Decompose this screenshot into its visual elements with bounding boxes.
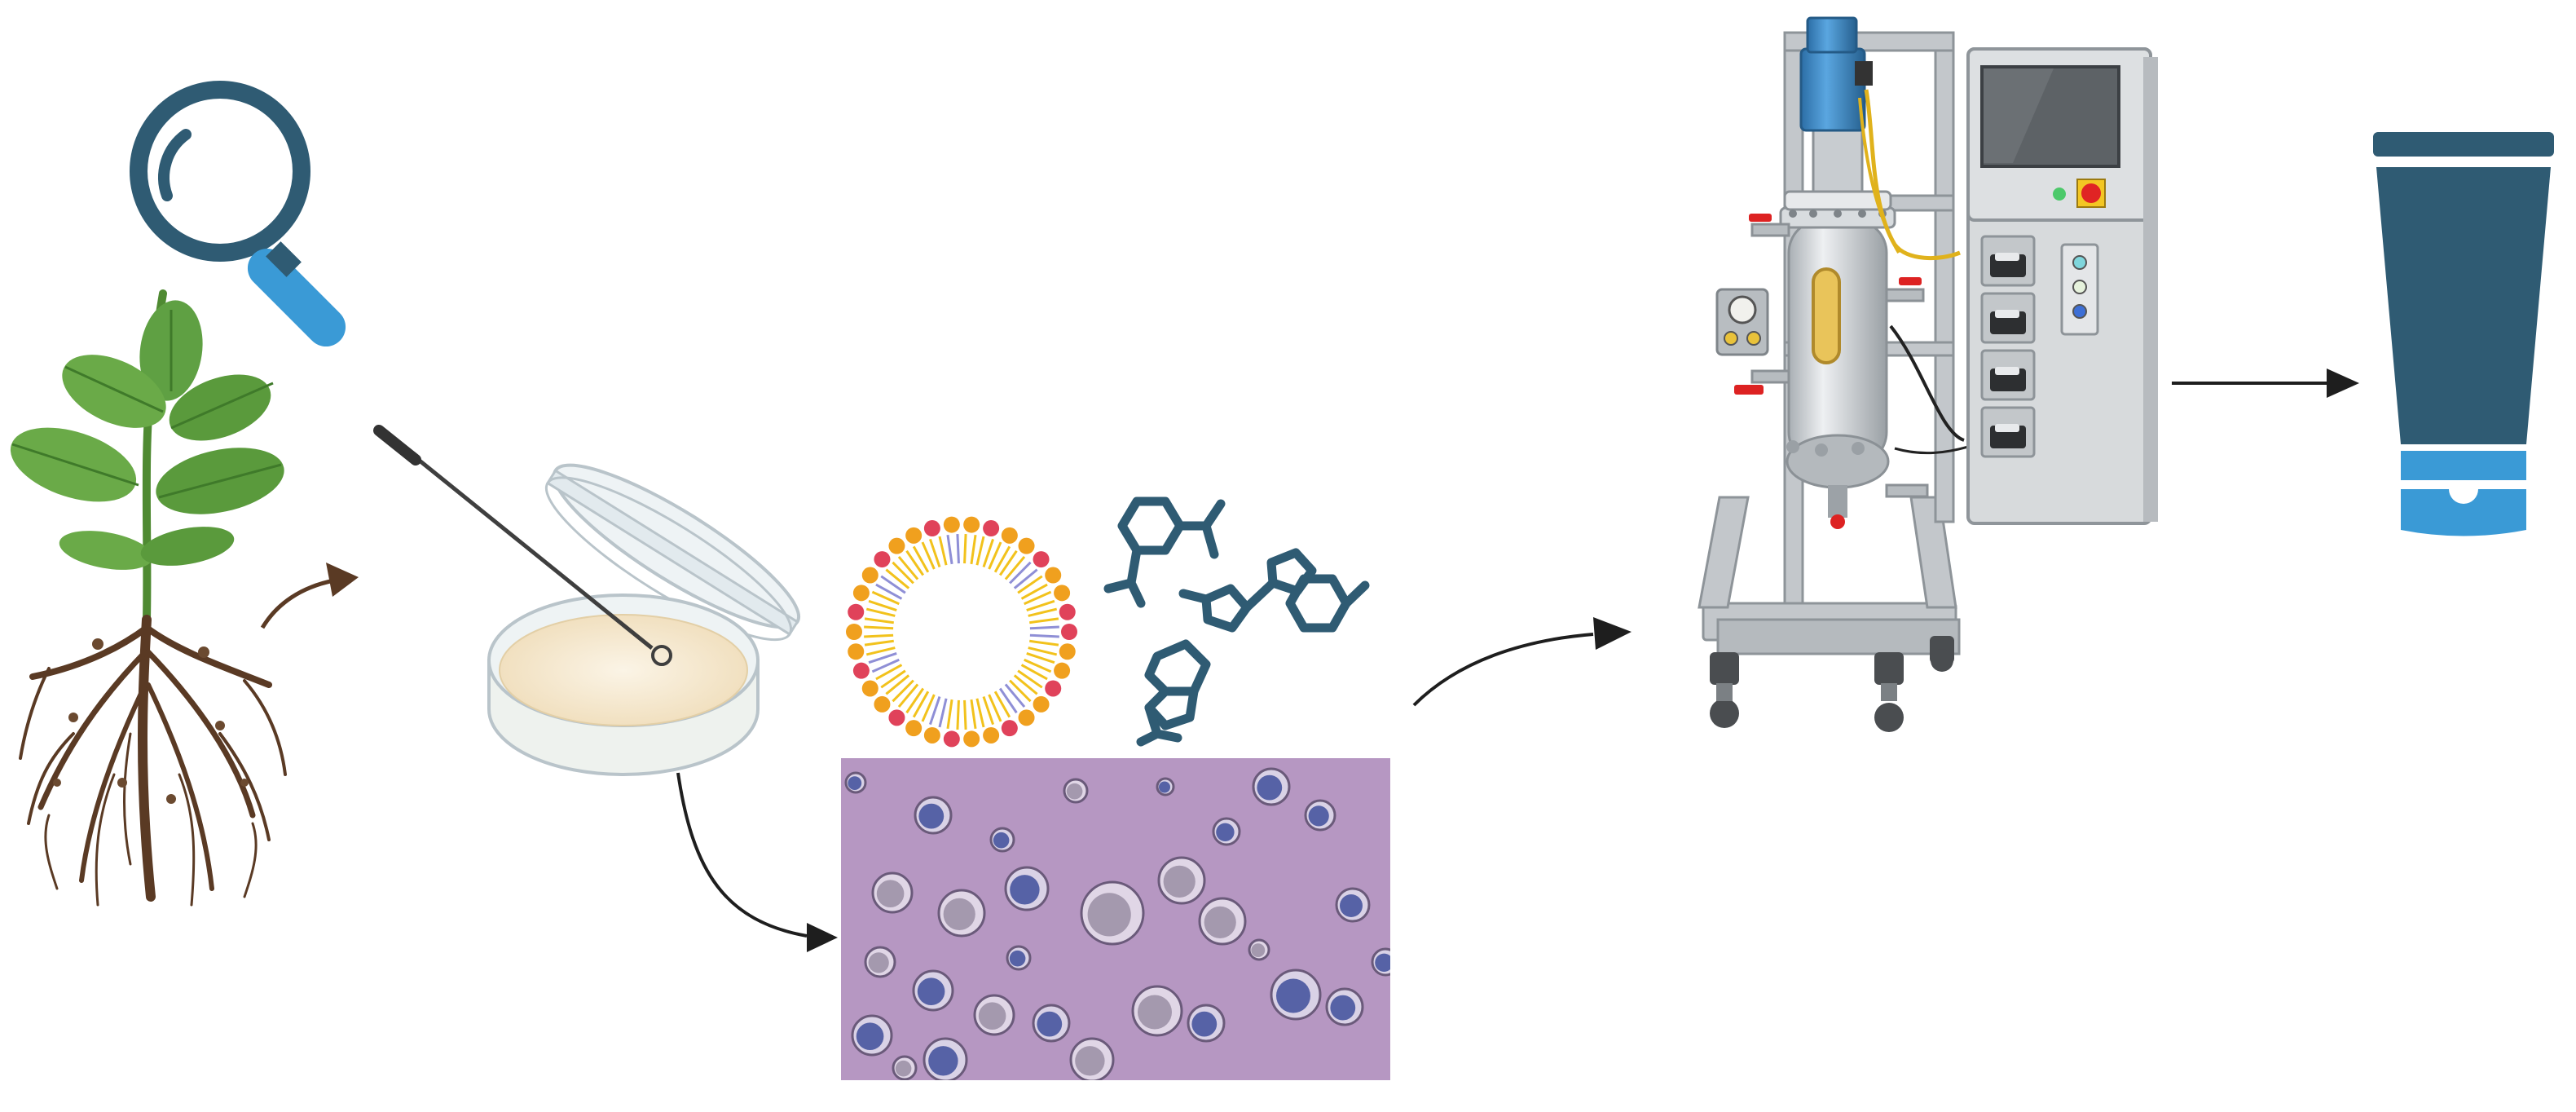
arrow-to-product — [2172, 368, 2359, 398]
cell-micrograph — [841, 758, 1390, 1080]
arrow-to-bioreactor — [1412, 617, 1631, 707]
petri-dish — [487, 463, 801, 776]
arrow-dish-to-micrograph — [676, 772, 838, 952]
liposome — [846, 516, 1077, 748]
control-cabinet — [1966, 47, 2158, 525]
cosmetic-tube — [2373, 132, 2554, 536]
bioreactor — [1698, 16, 1969, 732]
molecule-structures — [1103, 496, 1370, 747]
magnifying-glass-icon — [130, 81, 346, 347]
arrow-plant-to-dish — [260, 563, 359, 629]
inoculation-loop — [373, 425, 672, 666]
plant-with-roots — [10, 289, 287, 907]
